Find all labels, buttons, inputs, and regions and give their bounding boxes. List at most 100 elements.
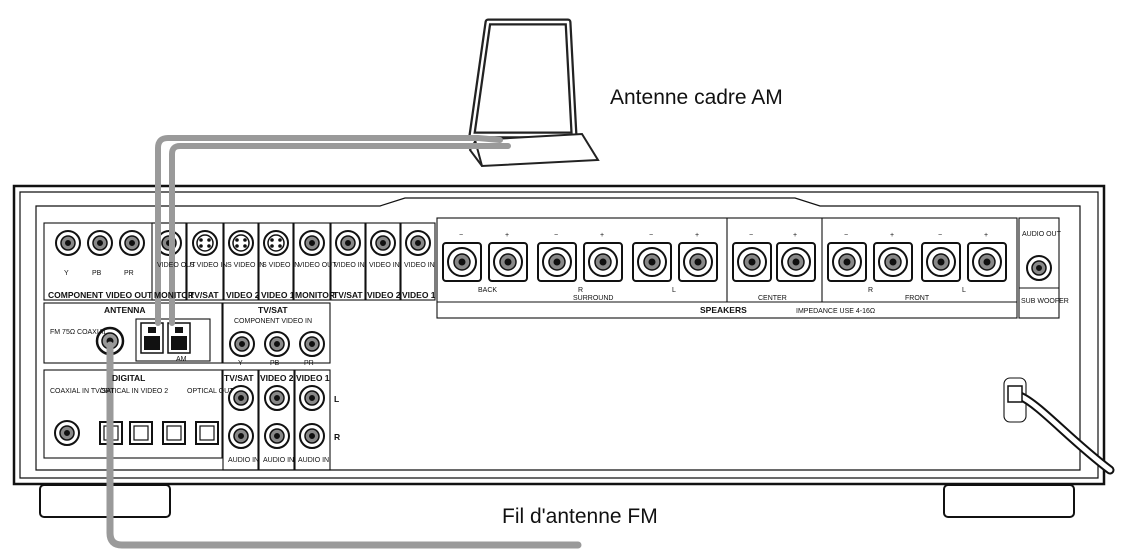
panel-outlines <box>43 217 1060 471</box>
label-component-video-out: COMPONENT VIDEO OUT <box>48 290 153 300</box>
label-l-surround: L <box>672 287 676 294</box>
label-r-surround: R <box>578 287 583 294</box>
video2-audio-l-jack <box>264 385 290 411</box>
front-l-plus-terminal <box>967 242 1007 282</box>
am-antenna-cable-2 <box>169 143 511 326</box>
label-y-in: Y <box>238 360 243 367</box>
label-audio-in-1: AUDIO IN <box>228 457 259 464</box>
label-s-video-in-3: S VIDEO IN <box>262 262 299 269</box>
surround-back-minus-terminal <box>442 242 482 282</box>
label-coaxial-in: COAXIAL IN TV/SAT <box>50 388 116 395</box>
component-pr-jack <box>119 230 145 256</box>
label-center: CENTER <box>758 295 787 302</box>
component-y-jack <box>55 230 81 256</box>
label-video-in-3: VIDEO IN <box>404 262 435 269</box>
label-monitor: MONITOR <box>154 290 194 300</box>
component-in-pr-jack <box>299 331 325 357</box>
label-minus-1: − <box>459 232 463 239</box>
label-minus-2: − <box>554 232 558 239</box>
label-tvsat-component: TV/SAT <box>258 305 288 315</box>
audio-in-jacks <box>228 385 325 449</box>
antenna-cables <box>106 135 582 549</box>
label-l-audio: L <box>334 394 339 404</box>
label-y: Y <box>64 270 69 277</box>
label-fm-coaxial: FM 75Ω COAXIAL <box>50 329 107 336</box>
center-minus-terminal <box>732 242 772 282</box>
caption-am-loop-antenna: Antenne cadre AM <box>610 86 783 109</box>
label-pr-in: PR <box>304 360 314 367</box>
label-video1-audio: VIDEO 1 <box>296 373 330 383</box>
speaker-terminals <box>442 242 1007 282</box>
label-video-in-1: VIDEO IN <box>334 262 365 269</box>
label-pb-in: PB <box>270 360 280 367</box>
label-plus-1: + <box>505 232 509 239</box>
label-component-video-in: COMPONENT VIDEO IN <box>234 318 312 325</box>
label-s-video-in-1: S VIDEO IN <box>190 262 227 269</box>
label-plus-5: + <box>890 232 894 239</box>
label-pb: PB <box>92 270 102 277</box>
tvsat-audio-l-jack <box>228 385 254 411</box>
optical-in-jack-3 <box>162 421 186 445</box>
label-audio-out: AUDIO OUT <box>1022 231 1062 238</box>
label-video2-audio: VIDEO 2 <box>260 373 294 383</box>
label-video1-2: VIDEO 1 <box>402 290 436 300</box>
am-antenna-terminals <box>140 322 191 354</box>
label-surround: SURROUND <box>573 295 613 302</box>
label-antenna: ANTENNA <box>104 305 146 315</box>
component-in-pb-jack <box>264 331 290 357</box>
label-minus-6: − <box>938 232 942 239</box>
video1-video-in-jack <box>405 230 431 256</box>
label-video-in-2: VIDEO IN <box>369 262 400 269</box>
component-video-in-jacks <box>229 331 325 357</box>
video2-video-in-jack <box>370 230 396 256</box>
video1-audio-r-jack <box>299 423 325 449</box>
subwoofer-audio-out-jack <box>1026 255 1052 281</box>
label-optical-out: OPTICAL OUT <box>187 388 234 395</box>
label-tvsat-audio: TV/SAT <box>224 373 254 383</box>
label-video-out-2: VIDEO OUT <box>298 262 337 269</box>
optical-out-jack <box>195 421 219 445</box>
video2-s-video-in-jack <box>228 230 254 256</box>
front-r-plus-terminal <box>873 242 913 282</box>
tvsat-audio-r-jack <box>228 423 254 449</box>
video2-audio-r-jack <box>264 423 290 449</box>
label-r-front: R <box>868 287 873 294</box>
surround-back-plus-terminal <box>488 242 528 282</box>
label-digital: DIGITAL <box>112 373 145 383</box>
label-minus-4: − <box>749 232 753 239</box>
label-minus-5: − <box>844 232 848 239</box>
label-pr: PR <box>124 270 134 277</box>
label-l-front: L <box>962 287 966 294</box>
tvsat-s-video-in-jack <box>192 230 218 256</box>
component-pb-jack <box>87 230 113 256</box>
label-front: FRONT <box>905 295 930 302</box>
label-plus-6: + <box>984 232 988 239</box>
panel-labels: Y PB PR VIDEO OUT S VIDEO IN S VIDEO IN … <box>48 231 1069 464</box>
monitor-video-out-jack-2 <box>299 230 325 256</box>
label-speakers: SPEAKERS <box>700 305 747 315</box>
surround-l-plus-terminal <box>678 242 718 282</box>
label-video-out: VIDEO OUT <box>157 262 196 269</box>
front-l-minus-terminal <box>921 242 961 282</box>
label-back: BACK <box>478 287 497 294</box>
component-in-y-jack <box>229 331 255 357</box>
video1-s-video-in-jack <box>263 230 289 256</box>
center-plus-terminal <box>776 242 816 282</box>
fm-antenna-wire <box>106 341 582 549</box>
label-minus-3: − <box>649 232 653 239</box>
digital-jacks <box>54 420 219 446</box>
label-optical-in: OPTICAL IN VIDEO 2 <box>100 388 168 395</box>
label-video2-2: VIDEO 2 <box>367 290 401 300</box>
caption-fm-antenna-wire: Fil d'antenne FM <box>502 505 658 528</box>
label-plus-2: + <box>600 232 604 239</box>
label-tvsat-2: TV/SAT <box>333 290 363 300</box>
coaxial-in-jack <box>54 420 80 446</box>
surround-r-minus-terminal <box>537 242 577 282</box>
label-sub-woofer: SUB WOOFER <box>1021 298 1069 305</box>
am-antenna-cable <box>155 135 503 326</box>
surround-l-minus-terminal <box>632 242 672 282</box>
surround-r-plus-terminal <box>583 242 623 282</box>
label-audio-in-3: AUDIO IN <box>298 457 329 464</box>
